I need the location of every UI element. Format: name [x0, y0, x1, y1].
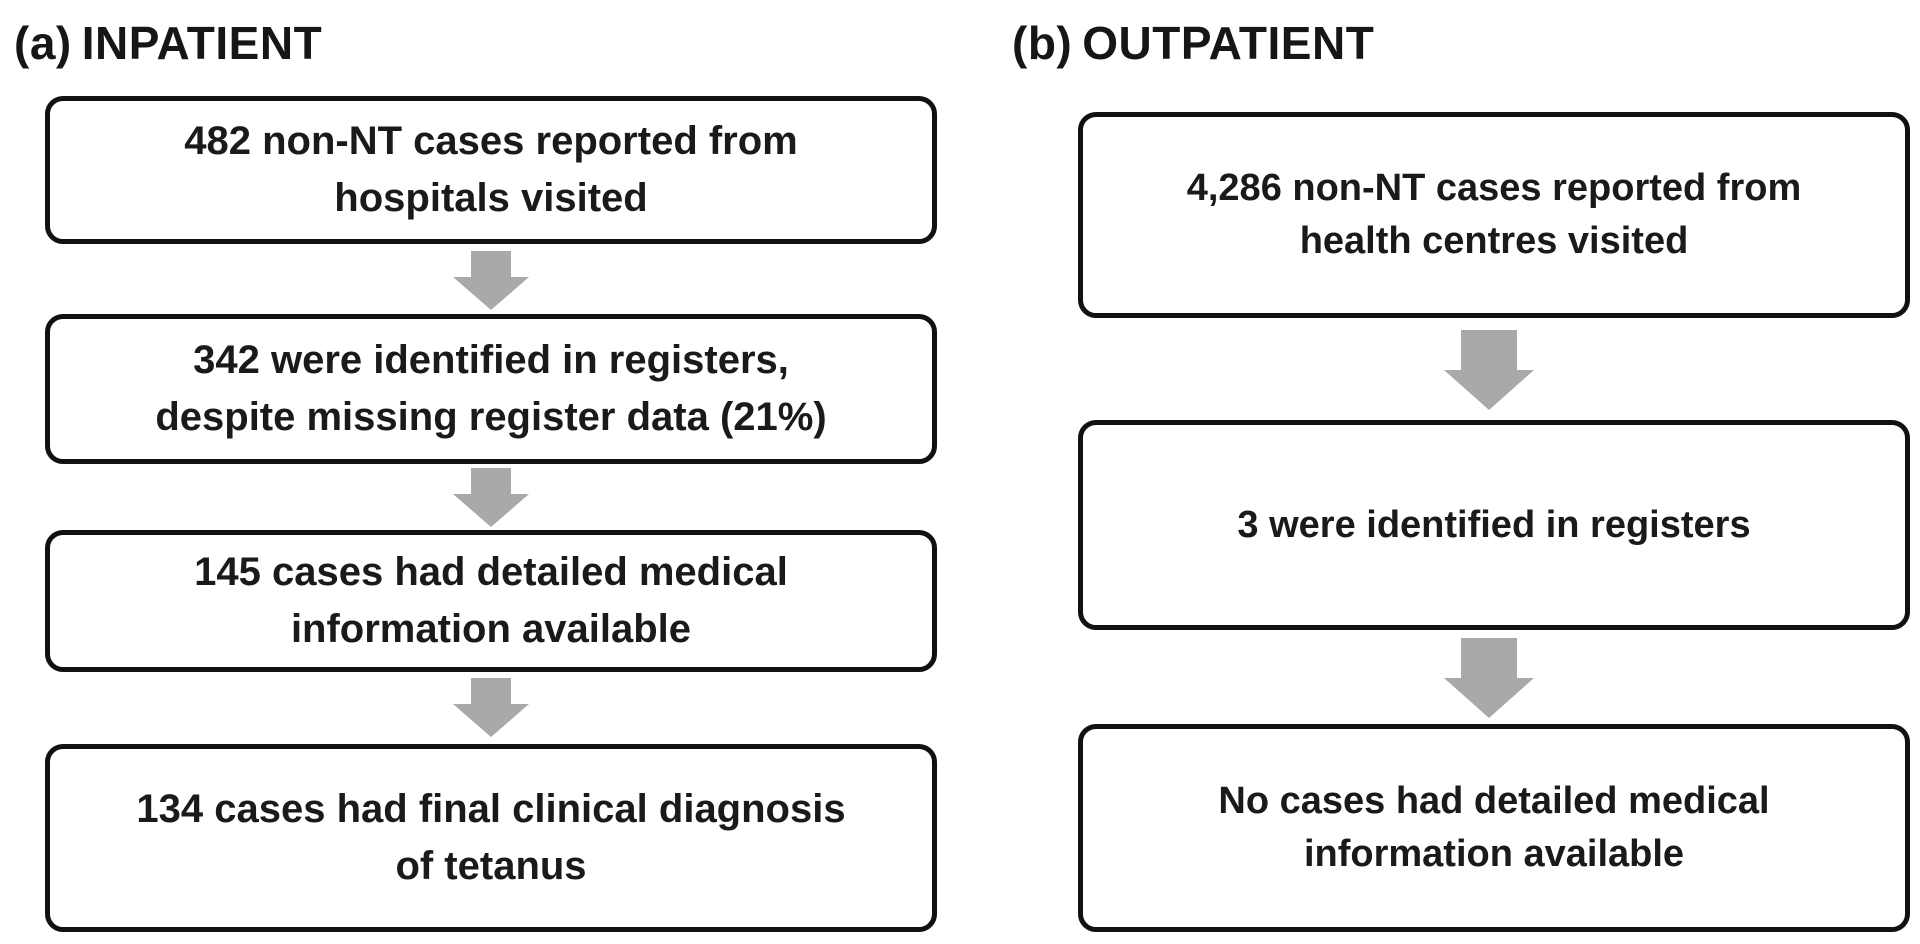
down-arrow-icon	[1444, 638, 1534, 718]
flow-box-a2-line1: 342 were identified in registers,	[193, 338, 789, 382]
flow-box-b1: 4,286 non-NT cases reported from health …	[1078, 112, 1910, 318]
down-arrow-icon	[453, 678, 529, 737]
flow-box-b3-line1: No cases had detailed medical	[1218, 780, 1770, 822]
flow-box-a1-line2: hospitals visited	[334, 176, 648, 220]
flow-box-a3: 145 cases had detailed medical informati…	[45, 530, 937, 672]
panel-a-title: (a)INPATIENT	[14, 16, 322, 70]
flow-box-b3-line2: information available	[1303, 833, 1685, 875]
panel-a-label: (a)	[14, 17, 72, 69]
arrow-head	[453, 277, 529, 310]
flow-box-b2-line1: 3 were identified in registers	[1237, 503, 1751, 546]
flow-box-a4: 134 cases had final clinical diagnosis o…	[45, 744, 937, 932]
arrow-shaft	[471, 468, 511, 494]
arrow-head	[453, 704, 529, 737]
flow-box-b2: 3 were identified in registers	[1078, 420, 1910, 630]
down-arrow-icon	[453, 251, 529, 310]
arrow-shaft	[1461, 638, 1517, 678]
flow-box-a3-line2: information available	[290, 607, 692, 651]
panel-a-title-text: INPATIENT	[81, 17, 323, 69]
arrow-shaft	[1461, 330, 1517, 370]
panel-b-label: (b)	[1012, 17, 1073, 69]
flow-box-b1-line1: 4,286 non-NT cases reported from	[1186, 167, 1802, 209]
down-arrow-icon	[1444, 330, 1534, 410]
arrow-head	[453, 494, 529, 527]
down-arrow-icon	[453, 468, 529, 527]
arrow-head	[1444, 370, 1534, 410]
flow-box-b3: No cases had detailed medical informatio…	[1078, 724, 1910, 932]
flow-box-a1-line1: 482 non-NT cases reported from	[184, 119, 798, 163]
panel-b-title-text: OUTPATIENT	[1082, 17, 1375, 69]
arrow-shaft	[471, 678, 511, 704]
panel-b-title: (b)OUTPATIENT	[1012, 16, 1374, 70]
flow-box-a3-line1: 145 cases had detailed medical	[194, 550, 788, 594]
flow-box-a4-line1: 134 cases had final clinical diagnosis	[136, 787, 846, 831]
flow-box-a4-line2: of tetanus	[395, 844, 587, 888]
flow-box-a2: 342 were identified in registers, despit…	[45, 314, 937, 464]
arrow-head	[1444, 678, 1534, 718]
flow-box-a2-line2: despite missing register data (21%)	[155, 395, 827, 439]
arrow-shaft	[471, 251, 511, 277]
flow-box-b1-line2: health centres visited	[1299, 220, 1689, 262]
flow-box-a1: 482 non-NT cases reported from hospitals…	[45, 96, 937, 244]
